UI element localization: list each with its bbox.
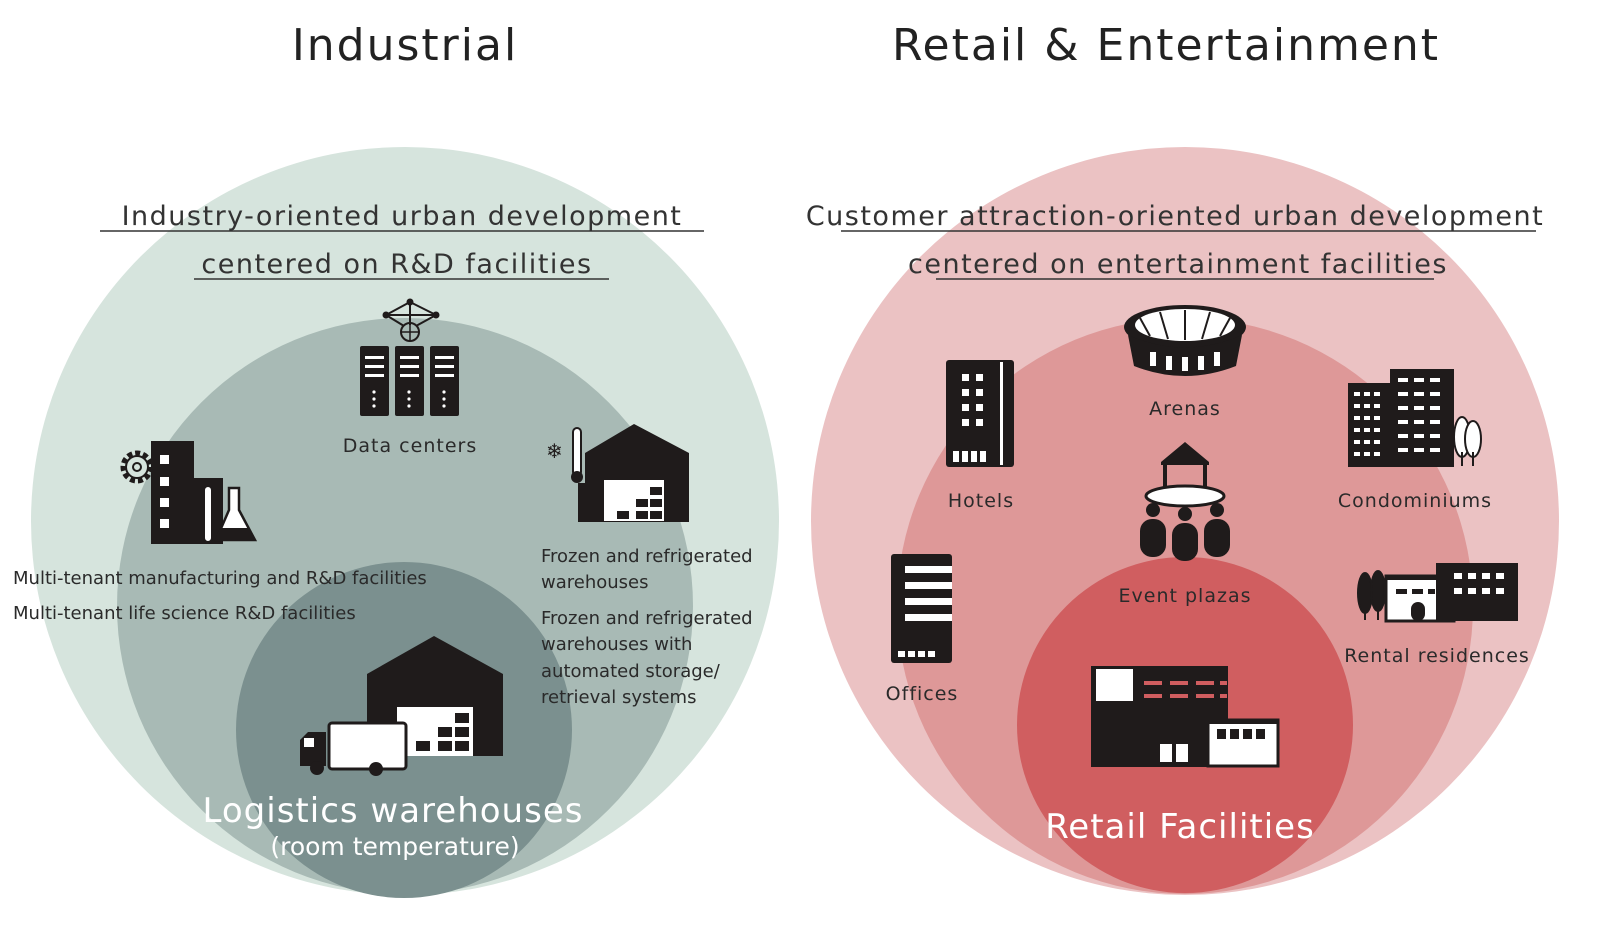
industrial-subtitle-line1: Industry-oriented urban development: [122, 201, 683, 232]
frozen-warehouse-icon: ❄: [546, 424, 689, 522]
manufacturing-label-line2: Multi-tenant life science R&D facilities: [13, 603, 356, 624]
snowflake-icon: ❄: [546, 439, 563, 463]
rental-residences-label: Rental residences: [1344, 645, 1530, 667]
hotel-icon: [946, 360, 1014, 467]
retail-diagram: Retail & Entertainment Customer attracti…: [806, 20, 1559, 895]
truck-icon: [300, 721, 408, 776]
automated-warehouses-label-line1: Frozen and refrigerated: [541, 608, 753, 629]
tree-icon: [1357, 570, 1386, 620]
retail-facility-icon: [1091, 666, 1280, 768]
hotels-label: Hotels: [948, 490, 1014, 512]
arena-icon: [1124, 305, 1246, 376]
office-icon: [891, 554, 952, 663]
industrial-diagram: Industrial Industry-oriented urban devel…: [13, 20, 779, 898]
retail-title: Retail & Entertainment: [892, 20, 1440, 71]
event-plazas-label: Event plazas: [1119, 585, 1252, 607]
frozen-warehouses-label-line1: Frozen and refrigerated: [541, 546, 753, 567]
industrial-title: Industrial: [292, 20, 518, 71]
frozen-warehouses-label-line2: warehouses: [541, 572, 649, 593]
factory-lab-icon: [120, 441, 258, 544]
rental-residence-icon: [1357, 563, 1518, 623]
data-centers-label: Data centers: [343, 435, 477, 457]
event-plaza-icon: [1140, 442, 1230, 561]
tree-icon: [1453, 416, 1482, 466]
thermometer-icon: [572, 427, 582, 477]
logistics-warehouses-label: Logistics warehouses: [203, 791, 584, 831]
logistics-warehouses-note: (room temperature): [270, 832, 519, 861]
retail-subtitle-line2: centered on entertainment facilities: [908, 249, 1448, 280]
logistics-warehouse-icon: [300, 636, 503, 776]
retail-subtitle-line1: Customer attraction-oriented urban devel…: [806, 201, 1544, 232]
manufacturing-label-line1: Multi-tenant manufacturing and R&D facil…: [13, 568, 427, 589]
data-center-icon: [360, 298, 459, 416]
arenas-label: Arenas: [1149, 398, 1221, 420]
condominium-icon: [1348, 369, 1482, 467]
condominiums-label: Condominiums: [1338, 490, 1492, 512]
industrial-subtitle-line2: centered on R&D facilities: [201, 249, 592, 280]
automated-warehouses-label-line2: warehouses with: [541, 634, 692, 655]
automated-warehouses-label-line3: automated storage/: [541, 661, 721, 682]
automated-warehouses-label-line4: retrieval systems: [541, 687, 696, 708]
retail-facilities-label: Retail Facilities: [1045, 807, 1315, 847]
offices-label: Offices: [886, 683, 959, 705]
